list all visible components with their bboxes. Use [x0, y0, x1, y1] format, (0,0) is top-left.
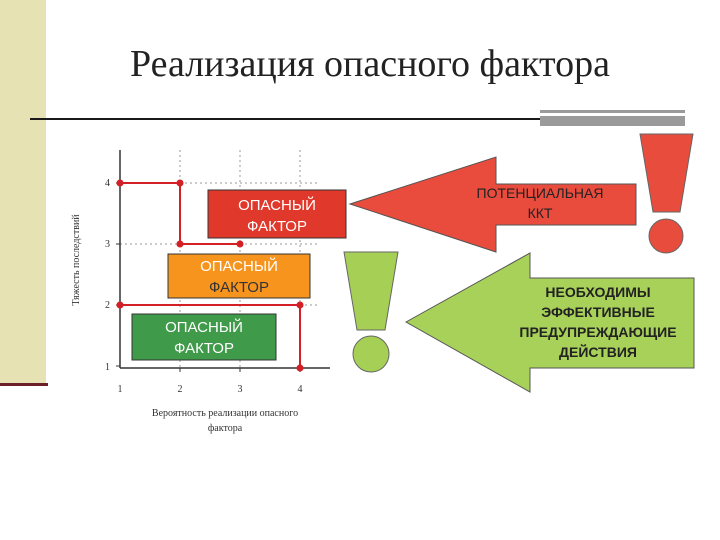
hazard-box-medium-line2: ФАКТОР: [209, 279, 269, 296]
connector-line: [120, 182, 240, 245]
arrow-bottom-line2: ЭФФЕКТИВНЫЕ: [541, 304, 655, 320]
title-accent-bar: [540, 110, 685, 126]
hazard-box-low-line1: ОПАСНЫЙ: [165, 318, 243, 336]
hazard-box-high: [207, 189, 347, 239]
hazard-box-high-line1: ОПАСНЫЙ: [238, 196, 316, 214]
arrow-bottom-line4: ДЕЙСТВИЯ: [559, 343, 637, 360]
data-point: [296, 364, 304, 372]
data-point: [116, 301, 124, 309]
data-point: [116, 179, 124, 187]
x-axis-title-line2: фактора: [208, 423, 243, 434]
y-axis-title: Тяжесть последствий: [71, 214, 82, 306]
arrow-left-green: [404, 252, 695, 393]
hazard-box-medium: [167, 253, 311, 299]
x-axis-title-line1: Вероятность реализации опасного: [152, 408, 298, 419]
x-tick-label: 2: [178, 384, 183, 395]
arrow-top-line1: ПОТЕНЦИАЛЬНАЯ: [477, 185, 604, 201]
x-tick-label: 4: [298, 384, 303, 395]
data-point: [236, 240, 244, 248]
sidebar-rule: [0, 383, 48, 386]
arrow-bottom-line3: ПРЕДУПРЕЖДАЮЩИЕ: [519, 324, 676, 340]
exclamation-green-icon: [343, 251, 399, 373]
arrow-bottom-line1: НЕОБХОДИМЫ: [545, 284, 650, 300]
data-point: [296, 301, 304, 309]
y-tick-label: 2: [105, 300, 110, 311]
hazard-box-medium-line1: ОПАСНЫЙ: [200, 257, 278, 275]
exclamation-red-icon: [639, 133, 694, 254]
hazard-box-low: [131, 313, 277, 361]
risk-points: [116, 179, 304, 372]
hazard-box-high-line2: ФАКТОР: [247, 218, 307, 235]
y-tick-labels: 4 3 2 1: [105, 178, 110, 373]
data-point: [176, 179, 184, 187]
sidebar-decoration: [0, 0, 46, 383]
slide-title: Реализация опасного фактора: [130, 43, 610, 85]
title-underline: [30, 118, 680, 120]
data-point: [176, 240, 184, 248]
arrow-top-line2: ККТ: [528, 205, 553, 221]
x-tick-label: 1: [118, 384, 123, 395]
y-tick-label: 3: [105, 239, 110, 250]
y-tick-label: 4: [105, 178, 110, 189]
arrow-left-red: [348, 156, 637, 253]
x-tick-labels: 1 2 3 4: [118, 384, 303, 395]
hazard-box-low-line2: ФАКТОР: [174, 340, 234, 357]
x-tick-label: 3: [238, 384, 243, 395]
y-tick-label: 1: [105, 362, 110, 373]
